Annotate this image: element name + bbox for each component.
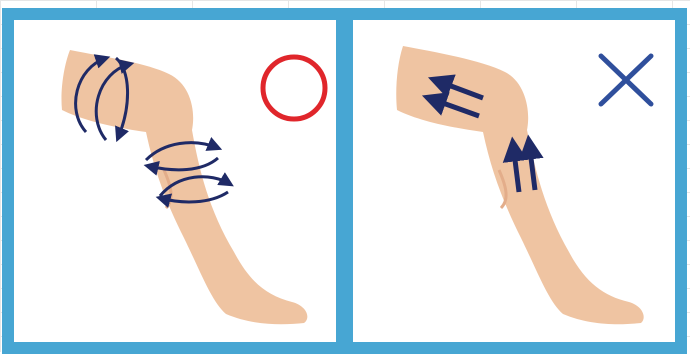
leg-circular-massage-illustration	[14, 20, 336, 342]
incorrect-method-panel	[341, 8, 687, 354]
correct-method-panel	[2, 8, 348, 354]
leg-shape	[61, 50, 307, 324]
leg-linear-rubbing-illustration	[353, 20, 675, 342]
cross-icon	[601, 56, 651, 104]
circle-icon	[263, 57, 325, 119]
